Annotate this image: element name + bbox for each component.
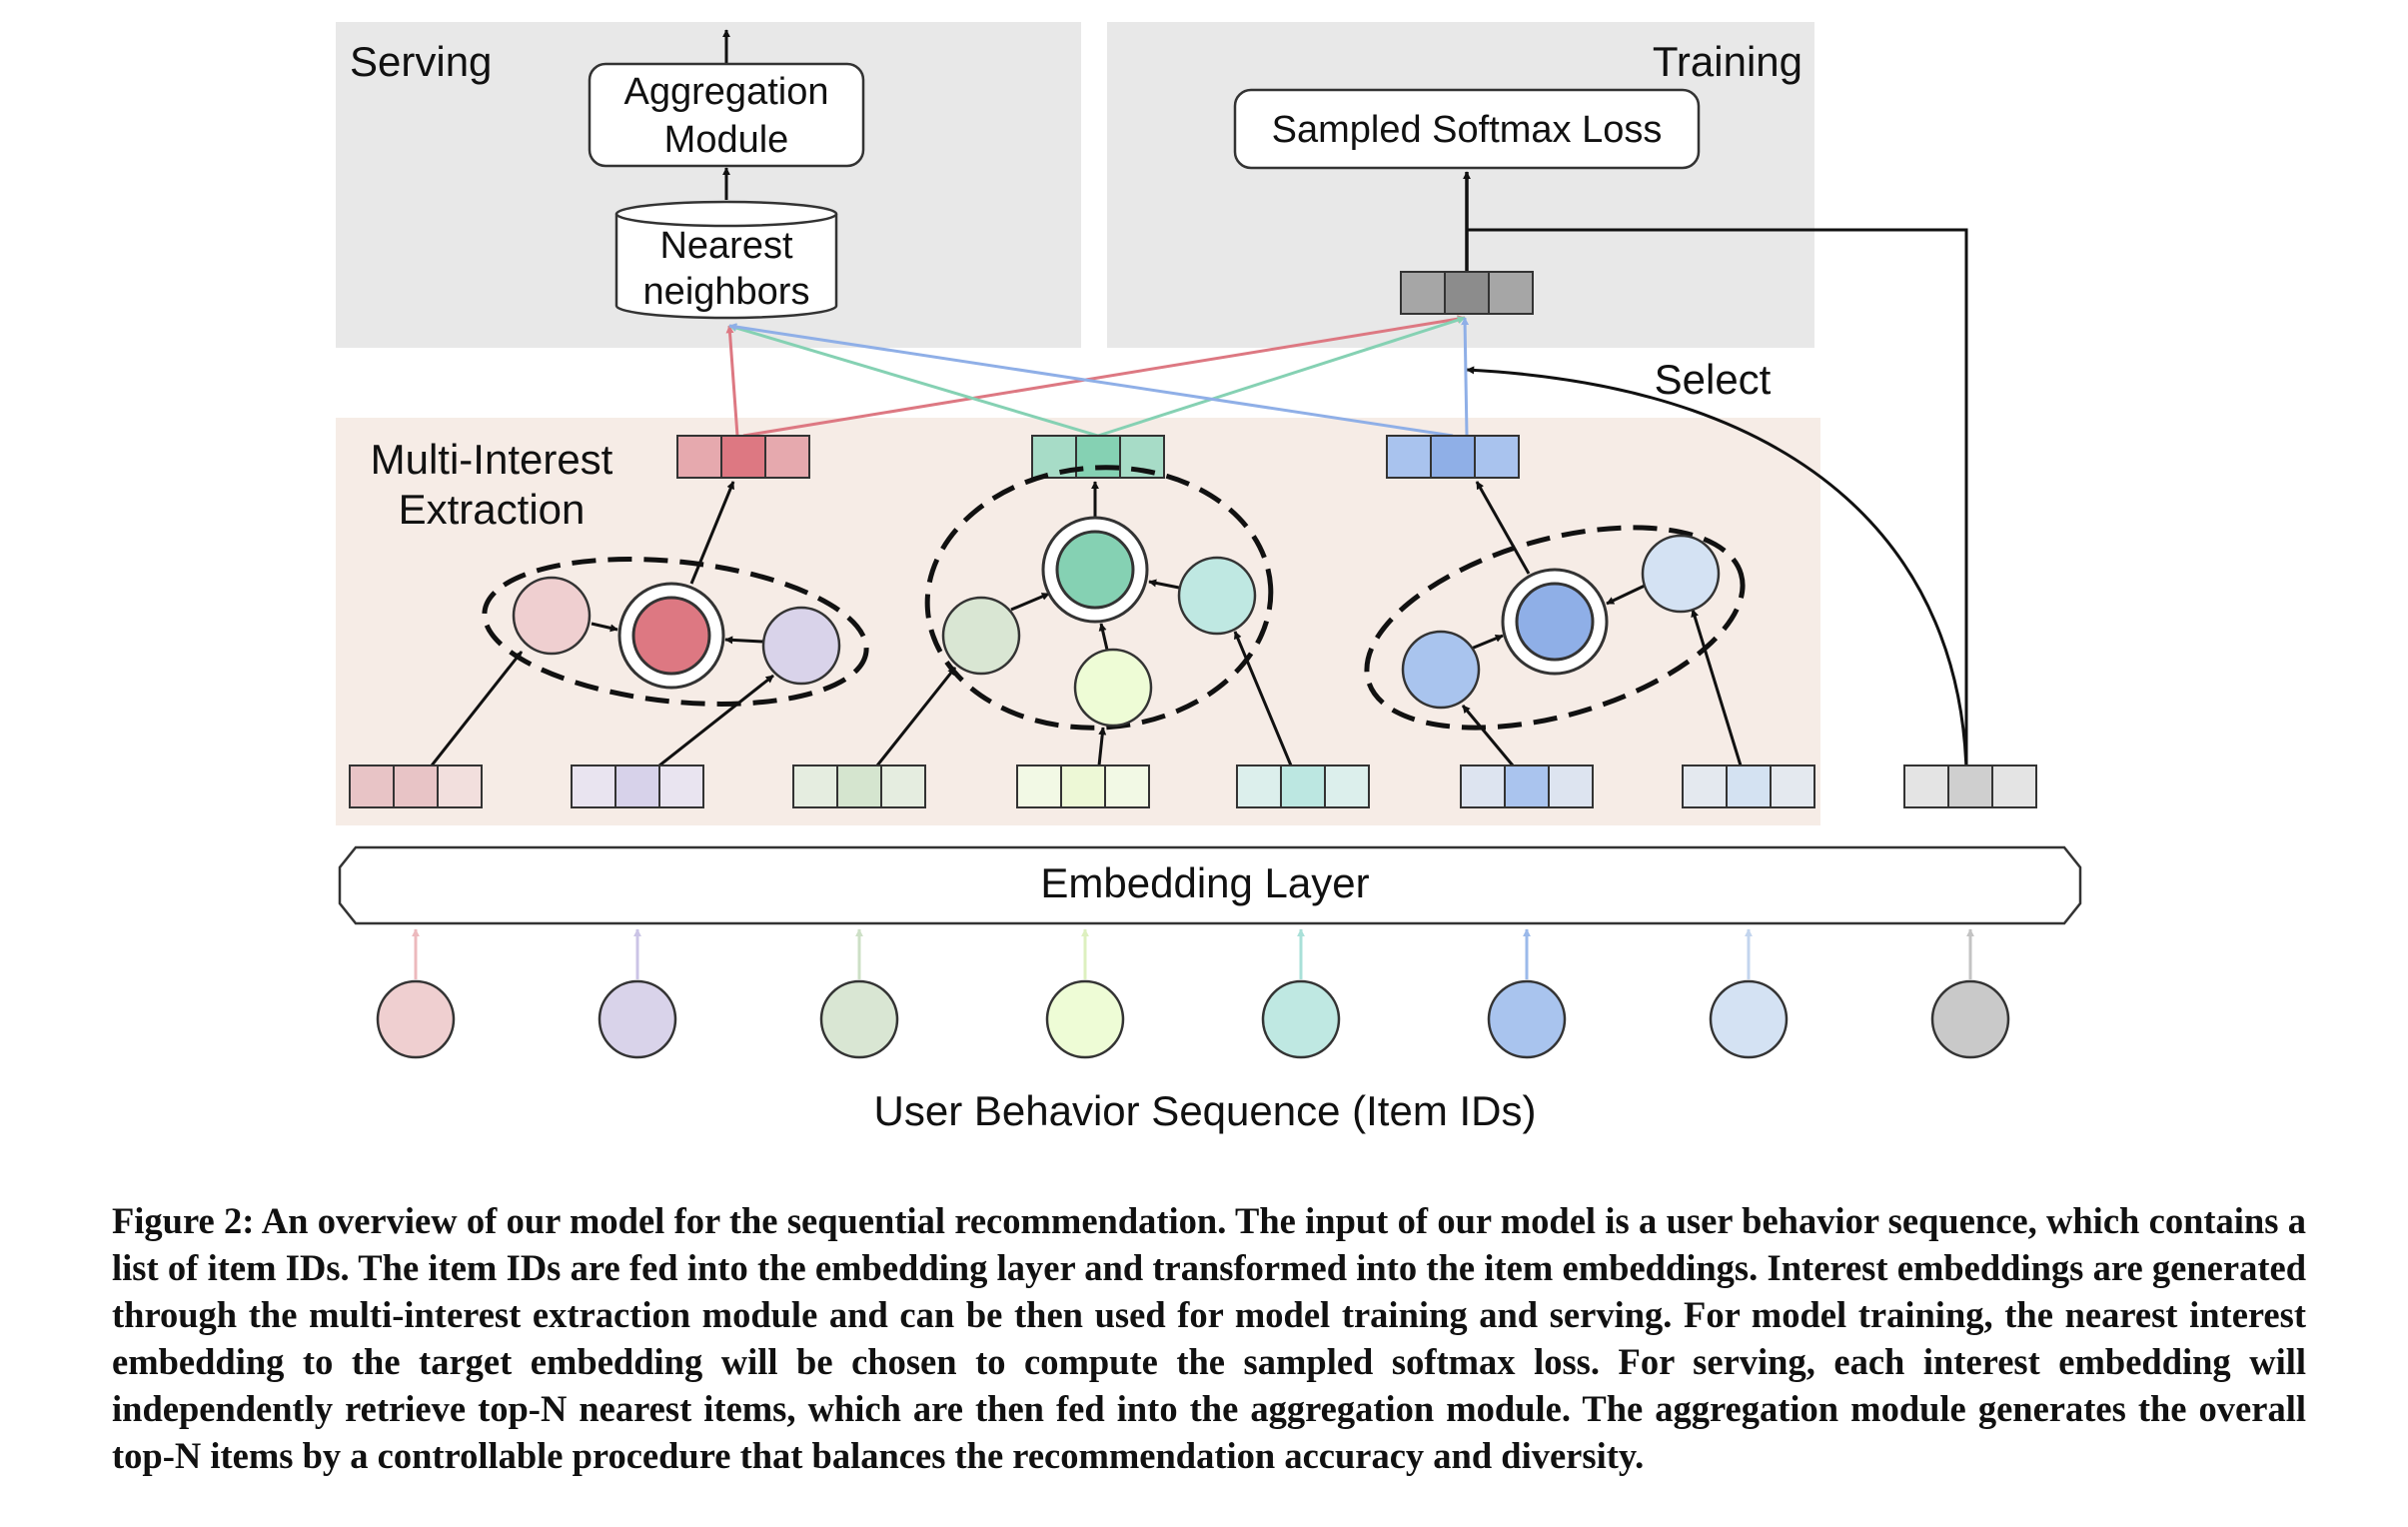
selected-interest-vector-cell-3 — [1488, 271, 1534, 315]
embedding-layer-box — [338, 845, 2082, 925]
green-member1-to-center-arrow — [1010, 592, 1050, 612]
interest-red-to-target-arrow — [742, 315, 1466, 438]
interest-green-to-target-arrow — [1097, 316, 1466, 438]
embedding1-to-cluster-arrow — [430, 651, 524, 766]
cluster-blue-center — [1515, 582, 1595, 662]
select-label: Select — [1655, 356, 1772, 403]
nearest-neighbors-cylinder-body — [614, 214, 838, 320]
input-item-8 — [1930, 979, 2010, 1059]
input-item-6 — [1487, 979, 1567, 1059]
item-embedding-1-cell-3 — [437, 764, 483, 808]
item-embedding-8-cell-3 — [1991, 764, 2037, 808]
input-item-3 — [819, 979, 899, 1059]
item-embedding-3-cell-1 — [792, 764, 838, 808]
embedding4-to-cluster-arrow — [1097, 727, 1107, 766]
cluster-blue-boundary — [1364, 525, 1746, 731]
green-member3-to-center-arrow — [1148, 579, 1180, 590]
selected-interest-vector-cell-1 — [1400, 271, 1446, 315]
sampled-softmax-loss-label: Sampled Softmax Loss — [1272, 109, 1663, 151]
selected-interest-vector-cell-2 — [1444, 271, 1490, 315]
cluster-green-center — [1055, 530, 1135, 610]
embedding5-to-cluster-arrow — [1233, 631, 1293, 766]
interest-vector-red-cell-3 — [764, 435, 810, 479]
item-embedding-8-cell-2 — [1947, 764, 1993, 808]
item-embedding-7-cell-2 — [1726, 764, 1772, 808]
aggregation-module-box — [588, 62, 865, 168]
aggregation-module-label-line1: Aggregation — [624, 71, 829, 113]
embedding7-to-cluster-arrow — [1691, 609, 1743, 766]
item-embedding-4-cell-2 — [1060, 764, 1106, 808]
input-item-2 — [598, 979, 677, 1059]
cluster-red-member-1 — [512, 576, 592, 656]
item-embedding-2-cell-2 — [614, 764, 660, 808]
interest-vector-green-cell-3 — [1119, 435, 1165, 479]
interest-vector-blue-cell-1 — [1386, 435, 1432, 479]
input-item-4 — [1045, 979, 1125, 1059]
interest-vector-green-cell-2 — [1075, 435, 1121, 479]
embedding2-to-cluster-arrow — [658, 674, 774, 767]
figure-caption: Figure 2: An overview of our model for t… — [112, 1200, 2306, 1476]
item-embedding-5-cell-3 — [1324, 764, 1370, 808]
green-member2-to-center-arrow — [1098, 623, 1109, 651]
interest-vector-blue-cell-3 — [1474, 435, 1520, 479]
cluster-blue-member-1 — [1401, 630, 1481, 710]
item-embedding-3-cell-2 — [836, 764, 882, 808]
interest-blue-to-neighbors-arrow — [728, 323, 1454, 438]
interest-red-to-neighbors-arrow — [725, 325, 739, 437]
item-embedding-1-cell-1 — [349, 764, 395, 808]
multi-interest-label: Multi-Interest — [371, 436, 613, 483]
cluster-green-member-1 — [941, 596, 1021, 676]
training-label: Training — [1653, 38, 1803, 85]
input-item-1 — [376, 979, 456, 1059]
item-embedding-5-cell-1 — [1236, 764, 1282, 808]
item-embedding-8-cell-1 — [1903, 764, 1949, 808]
item-embedding-3-cell-3 — [880, 764, 926, 808]
interest-blue-to-target-arrow — [1461, 317, 1470, 437]
cluster-red-member-2 — [761, 606, 841, 686]
item-embedding-5-cell-2 — [1280, 764, 1326, 808]
item-embedding-4-cell-1 — [1016, 764, 1062, 808]
item-embedding-1-cell-2 — [393, 764, 439, 808]
cluster-blue-member-2 — [1641, 534, 1721, 614]
cluster-green-boundary — [924, 465, 1274, 731]
cluster-red-center — [631, 596, 711, 676]
input-item-5 — [1261, 979, 1341, 1059]
nearest-neighbors-label-line1: Nearest — [659, 225, 792, 267]
interest-vector-red-cell-2 — [720, 435, 766, 479]
item-embedding-6-cell-3 — [1548, 764, 1594, 808]
red-member1-to-center-arrow — [591, 622, 618, 633]
user-behavior-sequence-label: User Behavior Sequence (Item IDs) — [874, 1087, 1537, 1134]
aggregation-module-label-line2: Module — [664, 119, 789, 161]
interest-vector-blue-cell-2 — [1430, 435, 1476, 479]
blue-center-to-vector-arrow — [1475, 481, 1531, 575]
interest-green-to-neighbors-arrow — [728, 324, 1099, 438]
blue-member2-to-center-arrow — [1606, 584, 1646, 606]
cluster-green-member-3 — [1177, 556, 1257, 636]
item-embedding-6-cell-2 — [1504, 764, 1550, 808]
input-item-7 — [1709, 979, 1789, 1059]
sampled-softmax-loss-box — [1233, 88, 1701, 170]
red-center-to-vector-arrow — [689, 481, 735, 585]
blue-member1-to-center-arrow — [1468, 634, 1504, 652]
embedding-layer-label: Embedding Layer — [1040, 859, 1369, 906]
nearest-neighbors-cylinder-top — [614, 200, 838, 228]
item-embedding-4-cell-3 — [1104, 764, 1150, 808]
embedding6-to-cluster-arrow — [1461, 705, 1515, 766]
embedding3-to-cluster-arrow — [875, 667, 957, 766]
cluster-red-boundary — [482, 557, 869, 707]
serving-label: Serving — [350, 38, 492, 85]
nearest-neighbors-label-line2: neighbors — [643, 271, 810, 313]
cluster-green-member-2 — [1073, 648, 1153, 728]
item-embedding-2-cell-3 — [658, 764, 704, 808]
select-arrow — [1466, 366, 1968, 772]
item-embedding-7-cell-1 — [1682, 764, 1728, 808]
item-embedding-6-cell-1 — [1460, 764, 1506, 808]
interest-vector-red-cell-1 — [676, 435, 722, 479]
item-embedding-2-cell-1 — [571, 764, 616, 808]
item-embedding-7-cell-3 — [1770, 764, 1815, 808]
extraction-label: Extraction — [399, 486, 586, 533]
red-member2-to-center-arrow — [724, 636, 764, 645]
target-to-loss-connector — [1467, 228, 1968, 771]
